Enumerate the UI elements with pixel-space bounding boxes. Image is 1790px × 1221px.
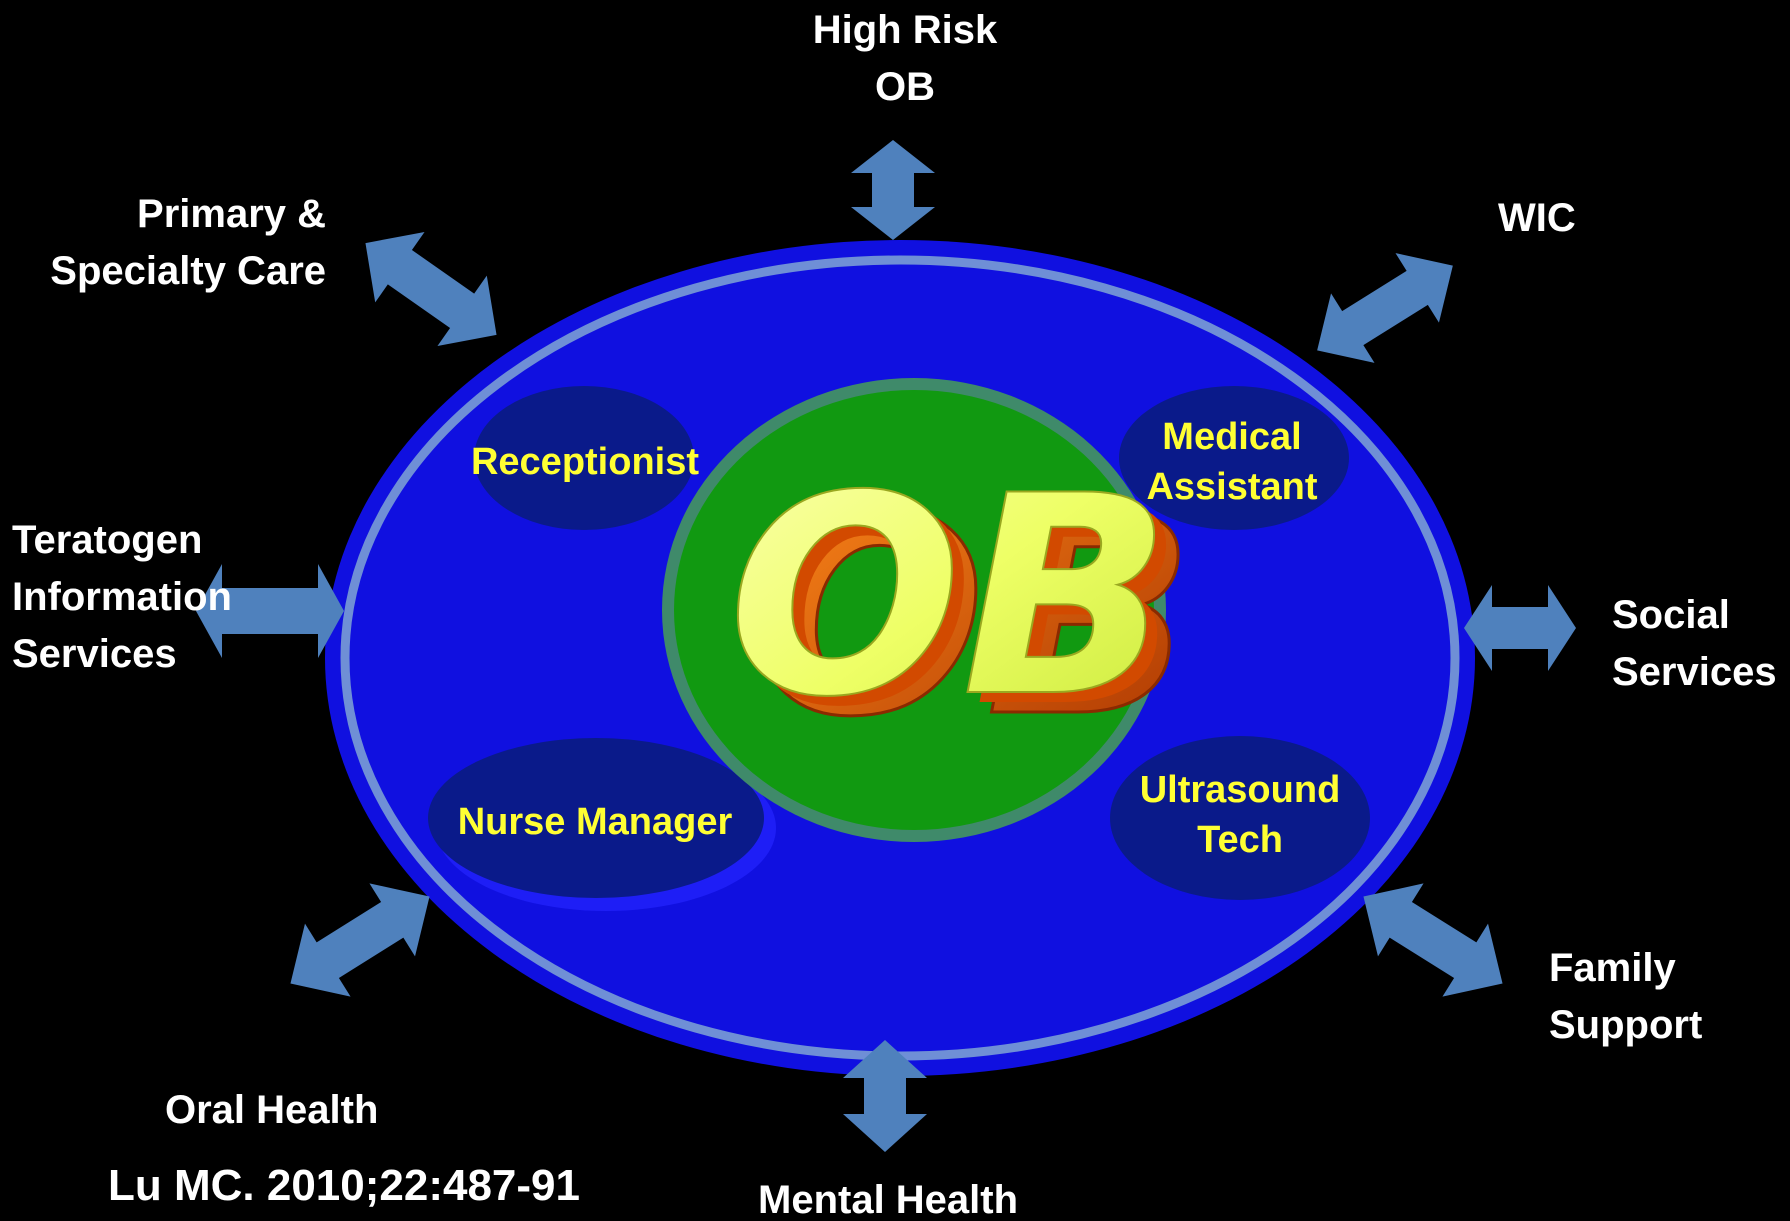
receptionist-label: Receptionist <box>460 437 710 487</box>
ultrasound-tech-line: Ultrasound <box>1139 769 1341 811</box>
teratogen-information-services-line: Teratogen <box>12 518 203 562</box>
arrow-social-services <box>1464 585 1576 671</box>
ob-logo-extrusion: OB <box>752 457 1195 777</box>
nurse-manager-line: Nurse Manager <box>457 801 733 843</box>
oral-health-line: Oral Health <box>165 1088 379 1132</box>
nurse-manager-label: Nurse Manager <box>450 797 740 847</box>
ob-logo-extrusion-mid: OB <box>740 447 1183 767</box>
medical-assistant-bubble <box>1119 386 1349 530</box>
receptionist-bubble <box>474 386 694 530</box>
arrow-teratogen-information-services <box>196 564 344 658</box>
ob-logo: OB OB OB <box>727 436 1197 779</box>
medical-assistant-line: Assistant <box>1146 466 1318 508</box>
high-risk-ob-line: High Risk <box>812 8 998 52</box>
arrow-mental-health <box>843 1040 927 1152</box>
wic-label: WIC <box>1498 190 1576 247</box>
center-circle <box>674 390 1154 830</box>
mental-health-line: Mental Health <box>758 1178 1019 1221</box>
social-services-line: Services <box>1612 650 1777 694</box>
mental-health-label: Mental Health <box>758 1172 1018 1221</box>
wic-line: WIC <box>1498 196 1576 240</box>
social-services-line: Social <box>1612 593 1730 637</box>
ultrasound-tech-bubble <box>1110 736 1370 900</box>
arrow-wic <box>1317 253 1453 363</box>
primary-specialty-care-label: Primary & Specialty Care <box>20 186 326 300</box>
nurse-manager-bubble <box>428 738 764 898</box>
oral-health-label: Oral Health <box>165 1082 378 1139</box>
primary-specialty-care-line: Primary & <box>137 192 326 236</box>
teratogen-information-services-line: Information <box>12 575 232 619</box>
arrow-high-risk-ob <box>851 140 935 240</box>
primary-specialty-care-line: Specialty Care <box>50 249 326 293</box>
family-support-line: Support <box>1549 1003 1703 1047</box>
family-support-line: Family <box>1549 946 1676 990</box>
medical-assistant-line: Medical <box>1162 416 1302 458</box>
citation-label: Lu MC. 2010;22:487-91 <box>108 1161 580 1210</box>
arrow-primary-specialty-care <box>365 231 497 347</box>
ultrasound-tech-line: Tech <box>1197 819 1283 861</box>
high-risk-ob-line: OB <box>875 65 935 109</box>
teratogen-information-services-line: Services <box>12 632 177 676</box>
receptionist-line: Receptionist <box>470 441 700 483</box>
arrow-family-support <box>1363 883 1503 997</box>
arrow-oral-health <box>290 883 430 997</box>
ob-logo-face: OB <box>728 437 1171 757</box>
